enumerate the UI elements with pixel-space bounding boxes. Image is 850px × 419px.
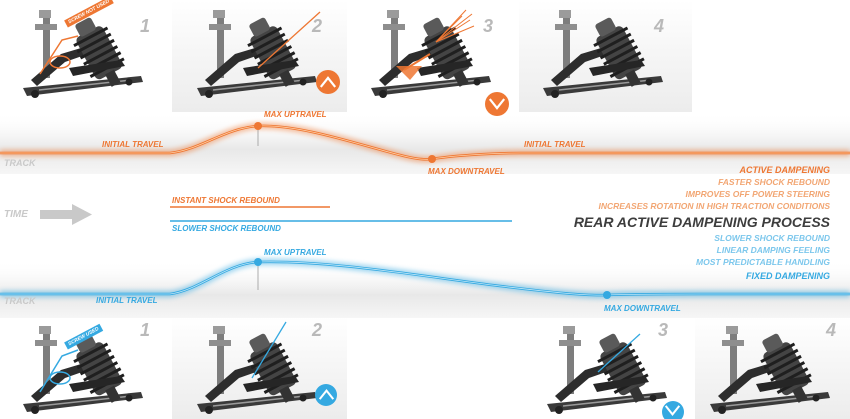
top-panel-2-travel-line: [257, 11, 321, 69]
active-downtravel-point: [428, 155, 436, 163]
active-band: [0, 112, 850, 174]
fixed-band: [0, 260, 850, 318]
fixed-item-3: MOST PREDICTABLE HANDLING: [696, 257, 830, 267]
bottom-panel-2-number: 2: [312, 320, 323, 340]
fixed-max-uptravel-label: MAX UPTRAVEL: [264, 248, 327, 257]
active-uptravel-point: [254, 122, 262, 130]
time-arrow-icon: [40, 204, 92, 225]
main-title: REAR ACTIVE DAMPENING PROCESS: [573, 214, 830, 230]
top-panel-3-number: 3: [483, 16, 494, 36]
top-panel-2-number: 2: [312, 16, 323, 36]
fixed-downtravel-point: [603, 291, 611, 299]
fixed-dampening-title: FIXED DAMPENING: [745, 271, 830, 281]
bottom-panel-1-number: 1: [140, 320, 151, 340]
active-item-3: INCREASES ROTATION IN HIGH TRACTION COND…: [598, 201, 830, 211]
active-max-uptravel-label: MAX UPTRAVEL: [264, 110, 327, 119]
fixed-max-downtravel-label: MAX DOWNTRAVEL: [604, 304, 681, 313]
active-initial-travel-left: INITIAL TRAVEL: [102, 140, 164, 149]
top-panel-1-number: 1: [140, 16, 151, 36]
active-item-2: IMPROVES OFF POWER STEERING: [685, 189, 830, 199]
bottom-panel-4-number: 4: [826, 320, 837, 340]
fixed-initial-travel-label: INITIAL TRAVEL: [96, 296, 158, 305]
top-panel-4-number: 4: [654, 16, 665, 36]
fixed-track-label: TRACK: [4, 296, 36, 306]
time-label: TIME: [4, 209, 28, 220]
bottom-panel-1-blue-highlight: [39, 349, 79, 393]
bottom-mechanism-3: [545, 324, 669, 416]
top-panel-3-down-arrows: [396, 66, 509, 116]
fixed-item-2: LINEAR DAMPING FEELING: [716, 245, 830, 255]
fixed-item-1: SLOWER SHOCK REBOUND: [714, 233, 830, 243]
slower-rebound-label: SLOWER SHOCK REBOUND: [172, 224, 281, 233]
active-item-1: FASTER SHOCK REBOUND: [718, 177, 830, 187]
active-dampening-title: ACTIVE DAMPENING: [739, 165, 830, 175]
instant-rebound-label: INSTANT SHOCK REBOUND: [172, 196, 280, 205]
bottom-panel-2-up-arrow: [315, 384, 337, 406]
bottom-panel-3-travel-line: [597, 333, 641, 373]
bottom-panel-2-travel-line: [251, 321, 287, 379]
legend: ACTIVE DAMPENING FASTER SHOCK REBOUND IM…: [574, 164, 830, 284]
active-track-label: TRACK: [4, 158, 36, 168]
top-panel-2-up-arrow: [316, 70, 340, 94]
active-max-downtravel-label: MAX DOWNTRAVEL: [428, 167, 505, 176]
top-mechanism-3: [369, 8, 493, 100]
fixed-uptravel-point: [254, 258, 262, 266]
top-panel-1-orange-highlight: [39, 35, 79, 75]
bottom-panel-3-down-arrow: [662, 401, 684, 419]
bottom-panel-3-number: 3: [658, 320, 669, 340]
active-initial-travel-right: INITIAL TRAVEL: [524, 140, 586, 149]
top-mechanism-1: [21, 8, 145, 100]
active-travel-curve: [0, 122, 850, 163]
fixed-travel-curve: [0, 258, 850, 299]
